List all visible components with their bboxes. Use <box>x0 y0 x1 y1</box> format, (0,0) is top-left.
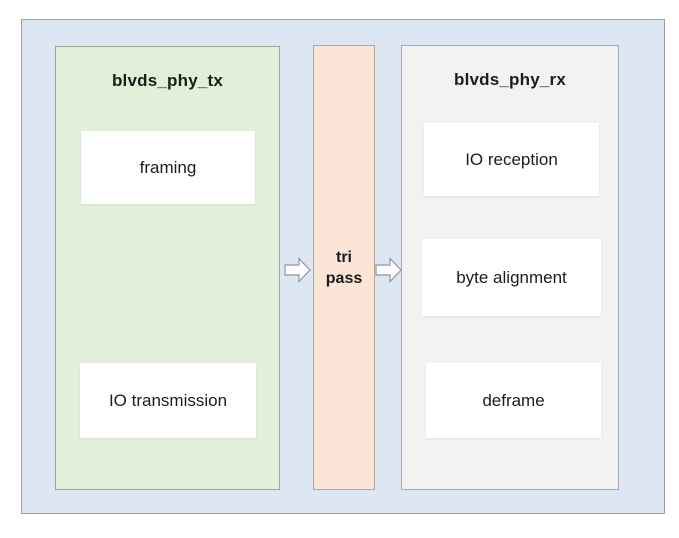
block-arrow-right-icon <box>375 257 402 283</box>
rx-deframe-box: deframe <box>426 363 601 438</box>
tx-block: blvds_phy_tx framing IO transmission <box>55 46 280 490</box>
rx-deframe-label: deframe <box>482 390 545 410</box>
rx-byte-alignment-box: byte alignment <box>422 239 601 316</box>
tx-io-transmission-label: IO transmission <box>108 390 228 410</box>
tx-block-title: blvds_phy_tx <box>111 71 224 90</box>
rx-block: blvds_phy_rx IO reception byte alignment… <box>401 45 619 490</box>
rx-block-title: blvds_phy_rx <box>453 70 566 89</box>
tri-pass-label: tri pass <box>326 247 362 289</box>
tri-pass-line2: pass <box>325 269 363 287</box>
tri-pass-line1: tri <box>336 248 352 266</box>
rx-io-reception-box: IO reception <box>424 123 599 196</box>
tri-pass-block: tri pass <box>313 45 375 490</box>
tx-framing-label: framing <box>139 157 197 177</box>
tx-io-transmission-box: IO transmission <box>80 363 256 438</box>
rx-io-reception-label: IO reception <box>465 149 558 169</box>
block-arrow-right-icon <box>284 257 311 283</box>
tx-framing-box: framing <box>81 131 255 204</box>
rx-byte-alignment-label: byte alignment <box>456 267 567 287</box>
